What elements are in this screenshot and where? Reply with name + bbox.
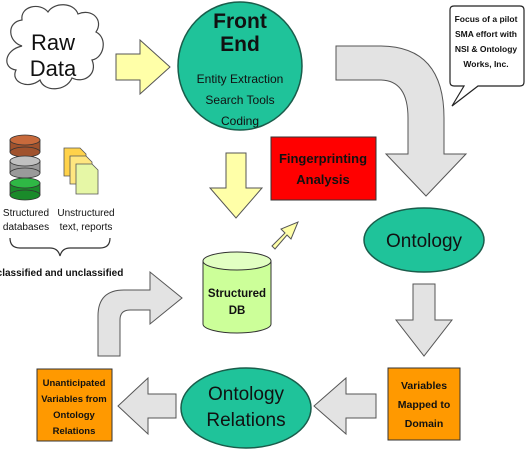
pilot-callout: Focus of a pilot SMA effort with NSI & O… [449,5,525,107]
structured-source-label: Structured [3,208,49,219]
gray-arrow-unanticipated-to-db [97,270,183,357]
variables-line: Variables [401,380,447,392]
front-end-title1: Front [213,10,267,33]
fingerprinting-line: Fingerprinting [279,151,367,166]
callout-line: SMA effort with [455,29,517,39]
ontology-relations-ellipse: Ontology Relations [180,367,312,449]
callout-line: NSI & Ontology [455,44,518,54]
front-end-title2: End [220,33,260,56]
front-end-ellipse: Front End Entity Extraction Search Tools… [177,1,303,131]
raw-data-line1: Raw [31,30,75,55]
gray-arrow-ontology-to-variables [394,283,454,357]
front-end-item: Entity Extraction [197,72,284,86]
variables-line: Mapped to [398,399,451,411]
callout-line: Works, Inc. [463,59,508,69]
unanticipated-line: Variables from [41,394,106,405]
ontology-relations-line: Ontology [208,384,285,405]
unanticipated-line: Ontology [53,410,95,421]
structured-databases-icon [9,134,41,201]
unstructured-source-label: text, reports [60,222,113,233]
raw-data-cloud: Raw Data [6,4,104,90]
gray-arrow-frontend-to-ontology [335,45,468,197]
yellow-arrow-raw-to-frontend [115,38,171,96]
fingerprinting-line: Analysis [296,172,349,187]
front-end-item: Search Tools [205,93,274,107]
ontology-relations-line: Relations [206,410,285,431]
raw-data-line2: Data [30,56,77,81]
sources-caption: classified and unclassified [0,268,123,279]
variables-mapped-box: Variables Mapped to Domain [387,367,461,441]
ontology-label: Ontology [386,231,463,252]
unanticipated-line: Unanticipated [43,378,106,389]
gray-arrow-variables-to-relations [313,376,377,436]
unanticipated-line: Relations [53,426,96,437]
ontology-ellipse: Ontology [363,207,485,273]
unanticipated-variables-box: Unanticipated Variables from Ontology Re… [36,368,113,442]
yellow-arrow-db-to-fingerprinting [271,221,299,250]
documents-icon [63,147,99,195]
yellow-arrow-frontend-to-db [208,152,264,219]
structured-source-label: databases [3,222,49,233]
callout-line: Focus of a pilot [455,14,518,24]
structured-db-line: Structured [208,288,266,300]
sources-brace [9,237,111,257]
front-end-item: Coding [221,114,259,128]
structured-db-line: DB [229,305,246,317]
structured-db-cylinder: Structured DB [202,251,272,334]
unstructured-source-label: Unstructured [57,208,114,219]
fingerprinting-analysis-box: Fingerprinting Analysis [270,136,377,201]
variables-line: Domain [405,418,444,430]
gray-arrow-relations-to-unanticipated [117,376,177,436]
